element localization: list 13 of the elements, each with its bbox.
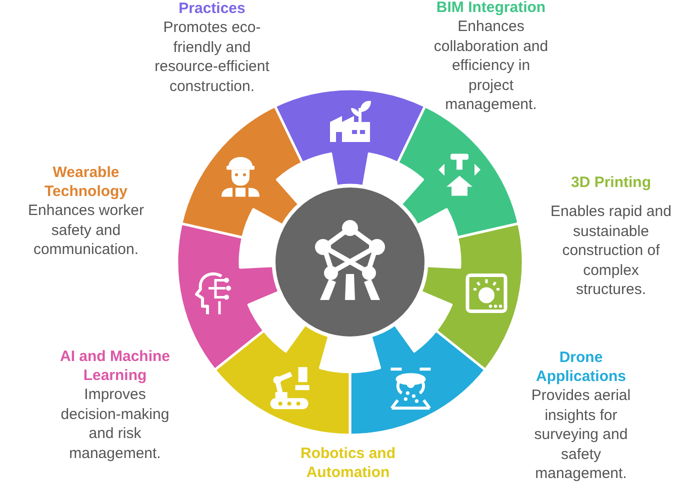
segment-heading: AI and Machine Learning [58, 347, 172, 385]
segment-description: Enhances worker safety and communication. [27, 201, 145, 260]
segment-heading: 3D Printing [570, 173, 652, 192]
segment-heading: Wearable Technology [43, 163, 129, 201]
segment-heading: Drone Applications [534, 348, 627, 386]
segment-heading: Practices [178, 0, 246, 18]
segment-heading: BIM Integration [435, 0, 547, 17]
segment-description: Improves decision-making and risk management. [60, 385, 170, 463]
segment-heading: Robotics and Automation [299, 444, 396, 482]
segment-description: Promotes eco-friendly and resource-efficient construction. [154, 18, 270, 96]
segment-description: Enables rapid and sustainable construction of complex structures. [550, 202, 672, 300]
segment-description: Enhances collaboration and efficiency in project management. [432, 17, 550, 114]
segment-description: Provides aerial insights for surveying and safety management. [530, 386, 632, 484]
